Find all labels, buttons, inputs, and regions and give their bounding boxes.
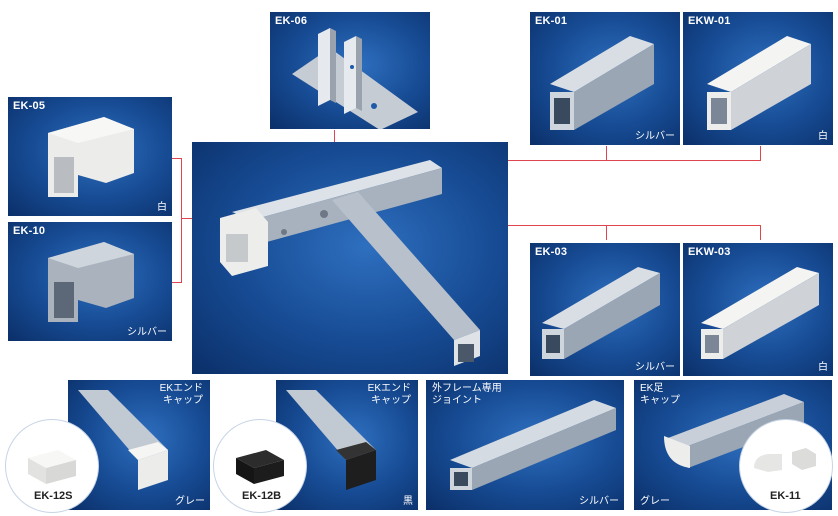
joint-image [450,400,616,490]
panel-ek-03[interactable]: EK-03 シルバー [530,243,680,376]
product-title: EKエンド キャップ [159,383,203,406]
part-code: EK-05 [13,100,46,112]
profile-silver-image [550,36,654,130]
color-label: グレー [175,496,205,507]
panel-ekw-03[interactable]: EKW-03 白 [683,243,833,376]
connector-line [172,282,182,283]
color-label: シルバー [127,327,167,338]
connector-line [606,146,607,161]
connector-line [181,158,182,282]
color-label: グレー [640,496,670,507]
detail-circle-ek-11: EK-11 [740,420,832,512]
product-title: EKエンド キャップ [367,383,411,406]
connector-line [380,225,760,226]
part-code: EK-10 [13,225,46,237]
endcap-part-image [28,450,76,484]
corner-silver-image [48,242,134,322]
corner-white-image [48,117,134,197]
footcap-part-image [754,448,816,472]
part-code: EK-06 [275,15,308,27]
color-label: 白 [818,131,828,142]
color-label: 黒 [403,496,413,507]
part-code: EKW-03 [688,246,731,258]
assembly-image [220,160,480,366]
detail-circle-ek-12s: EK-12S [6,420,98,512]
profile-white-image [707,36,811,130]
color-label: シルバー [579,496,619,507]
panel-ekw-01[interactable]: EKW-01 白 [683,12,833,145]
connector-line [430,160,760,161]
panel-outer-joint[interactable]: 外フレーム専用 ジョイント シルバー [426,380,624,510]
profile-white-image [701,267,819,359]
part-code: EK-03 [535,246,568,258]
endcap-assembly-image [78,390,168,490]
connector-line [606,225,607,240]
panel-ek-05[interactable]: EK-05 白 [8,97,172,216]
footcap-assembly-image [664,394,804,468]
panel-ek-10[interactable]: EK-10 シルバー [8,222,172,341]
part-code: EK-12S [34,490,73,502]
panel-ek-01[interactable]: EK-01 シルバー [530,12,680,145]
product-title: EK足 キャップ [640,383,680,406]
connector-line [760,146,761,161]
part-code: EKW-01 [688,15,731,27]
part-code: EK-01 [535,15,568,27]
part-code: EK-12B [242,490,282,502]
panel-ek-06[interactable]: EK-06 [270,12,430,129]
bracket-image [292,28,418,129]
color-label: 白 [157,202,167,213]
connector-line [172,158,182,159]
color-label: シルバー [635,131,675,142]
endcap-assembly-image [286,390,376,490]
color-label: 白 [818,362,828,373]
profile-silver-image [542,267,660,359]
panel-assembly[interactable] [192,142,508,374]
detail-circle-ek-12b: EK-12B [214,420,306,512]
endcap-part-image [236,450,284,484]
product-title: 外フレーム専用 ジョイント [432,383,502,406]
connector-line [760,225,761,240]
color-label: シルバー [635,362,675,373]
part-code: EK-11 [770,490,801,502]
